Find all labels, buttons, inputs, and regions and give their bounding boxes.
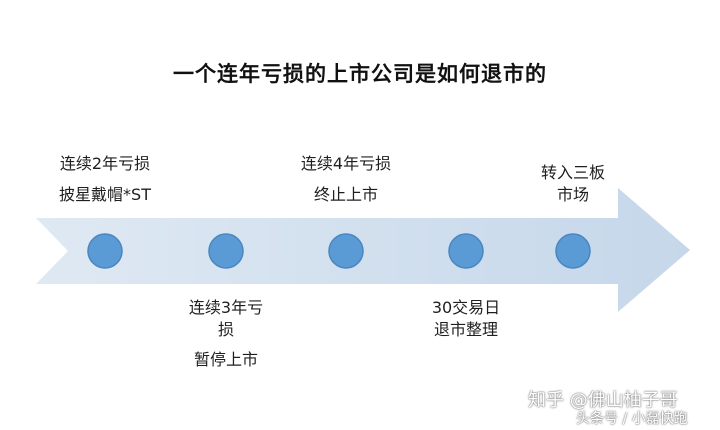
milestone-5-line-1: 转入三板	[540, 163, 605, 182]
timeline-node-3	[328, 233, 364, 269]
milestone-4-line-1: 30交易日	[431, 298, 501, 317]
timeline-node-4	[448, 233, 484, 269]
diagram-title: 一个连年亏损的上市公司是如何退市的	[173, 62, 547, 86]
watermark-line-1: 知乎 @佛山柚子哥	[528, 390, 678, 411]
milestone-5-line-2: 市场	[556, 185, 589, 204]
milestone-2-line-1: 连续3年亏	[188, 298, 264, 317]
timeline-node-2	[208, 233, 244, 269]
timeline-node-5	[555, 233, 591, 269]
milestone-2-line-3: 暂停上市	[193, 350, 258, 369]
timeline-node-1	[87, 233, 123, 269]
milestone-1-line-1: 连续2年亏损	[59, 154, 151, 173]
milestone-3-line-1: 连续4年亏损	[300, 154, 392, 173]
watermark-line-2: 头条号 / 小磊快跑	[576, 411, 688, 427]
milestone-1-line-2: 披星戴帽*ST	[59, 185, 151, 204]
milestone-3-line-2: 终止上市	[313, 185, 378, 204]
milestone-2-line-2: 损	[217, 320, 234, 339]
milestone-4-line-2: 退市整理	[433, 320, 498, 339]
